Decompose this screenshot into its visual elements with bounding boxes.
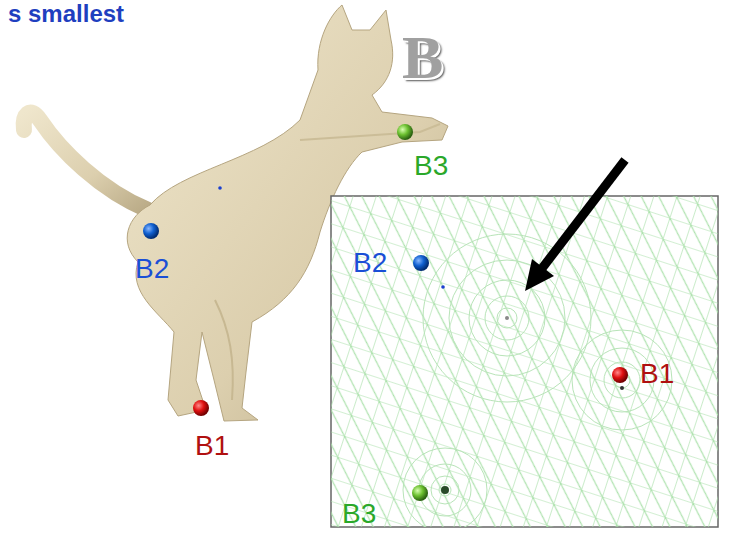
heading-fragment: s smallest bbox=[8, 2, 124, 26]
point-label: B3 bbox=[414, 152, 448, 180]
point-label: B1 bbox=[195, 432, 229, 460]
pointer-arrow bbox=[525, 160, 625, 291]
point-label: B3 bbox=[342, 500, 376, 528]
point-label: B2 bbox=[135, 255, 169, 283]
point-label: B1 bbox=[640, 360, 674, 388]
texture-map bbox=[331, 196, 718, 532]
figure-letter: B bbox=[402, 26, 443, 88]
point-label: B2 bbox=[353, 249, 387, 277]
